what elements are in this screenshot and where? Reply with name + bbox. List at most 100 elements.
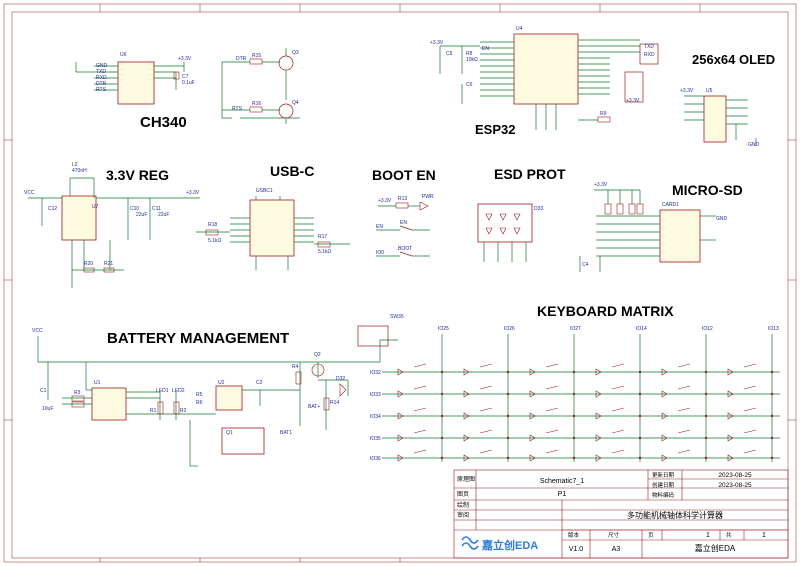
- matrix-col-label: IO26: [504, 326, 515, 332]
- tb-total-label: 共: [726, 531, 732, 539]
- matrix-diode: [529, 390, 536, 398]
- ref-r14: R14: [330, 400, 339, 406]
- matrix-switch: [545, 363, 559, 368]
- oled-block: U5 +3.3V GND: [680, 88, 760, 148]
- net-rts-label: RTS: [232, 106, 243, 112]
- ref-c12: C12: [48, 206, 57, 212]
- matrix-switch: [611, 407, 625, 412]
- matrix-switch: [413, 429, 427, 434]
- matrix-junction: [506, 370, 510, 374]
- tb-created-date: 2023-08-25: [718, 482, 752, 489]
- matrix-diode: [463, 454, 470, 462]
- oled-net-gnd: GND: [748, 142, 760, 148]
- tb-size-label: 尺寸: [608, 531, 620, 539]
- val-r17: 5.1kΩ: [318, 249, 331, 255]
- usbc-block: USBC1 R18 5.1kΩ R17 5.1kΩ: [196, 188, 350, 270]
- matrix-switch: [413, 363, 427, 368]
- title-block: [453, 469, 789, 559]
- ref-r17: R17: [318, 234, 327, 240]
- tb-page: P1: [558, 491, 567, 498]
- ref-r20: R20: [84, 261, 93, 267]
- matrix-junction: [572, 456, 576, 460]
- matrix-junction: [440, 370, 444, 374]
- matrix-junction: [506, 436, 510, 440]
- matrix-switch: [677, 363, 691, 368]
- matrix-switch: [677, 449, 691, 454]
- esd-block: D33: [477, 203, 543, 262]
- matrix-junction: [506, 414, 510, 418]
- matrix-col-label: IO25: [438, 326, 449, 332]
- matrix-switch: [611, 363, 625, 368]
- matrix-diode: [397, 368, 404, 376]
- ref-c11: C11: [152, 206, 161, 212]
- matrix-col-label: IO13: [768, 326, 779, 332]
- esp32-block: U4 +3.3V C5 R8 10kΩ C6 EN R9 TXD RXD +3.…: [430, 26, 659, 130]
- title-esp32: ESP32: [475, 122, 516, 137]
- matrix-switch: [611, 449, 625, 454]
- matrix-junction: [440, 456, 444, 460]
- matrix-switch: [413, 407, 427, 412]
- tb-size: A3: [612, 546, 621, 553]
- ref-led2: LED2: [172, 388, 185, 394]
- ch340-pin-rxd: RXD: [96, 75, 107, 81]
- matrix-switch: [677, 429, 691, 434]
- tb-page-label: 页: [648, 532, 654, 539]
- esp-net-3v3-b: +3.3V: [626, 98, 640, 104]
- matrix-diode: [661, 454, 668, 462]
- matrix-switch: [413, 385, 427, 390]
- matrix-junction: [440, 436, 444, 440]
- matrix-row-label: IO32: [370, 370, 381, 376]
- tb-version-label: 版本: [568, 531, 580, 539]
- matrix-diode: [595, 434, 602, 442]
- reg-net-vcc: VCC: [24, 190, 35, 196]
- ref-c1: C1: [40, 388, 47, 394]
- ref-pwr: PWR: [422, 194, 434, 200]
- net-bat-plus: BAT+: [308, 404, 320, 410]
- matrix-diode: [463, 368, 470, 376]
- net-dtr-label: DTR: [236, 56, 247, 62]
- oled-net-3v3: +3.3V: [680, 88, 694, 94]
- ref-r4: R4: [292, 364, 299, 370]
- matrix-diode: [727, 454, 734, 462]
- tb-drawing-label: 图页: [457, 491, 469, 498]
- ref-c10: C10: [130, 206, 139, 212]
- matrix-junction: [704, 370, 708, 374]
- ref-r15: R15: [252, 53, 261, 59]
- ref-u5: U5: [706, 88, 713, 94]
- sd-net-gnd: GND: [716, 216, 728, 222]
- ref-usbc1: USBC1: [256, 188, 273, 194]
- matrix-diode: [661, 368, 668, 376]
- ref-c2: C2: [256, 380, 263, 386]
- tb-schematic-label: 原理图: [457, 476, 475, 483]
- ref-d33: D33: [534, 206, 543, 212]
- matrix-switch: [545, 385, 559, 390]
- ref-u6: U6: [120, 52, 127, 58]
- matrix-diode: [661, 412, 668, 420]
- ref-c4: C4: [582, 262, 589, 268]
- title-micro-sd: MICRO-SD: [672, 182, 743, 198]
- matrix-switch: [479, 449, 493, 454]
- matrix-diode: [397, 454, 404, 462]
- ref-c5: C5: [446, 51, 453, 57]
- ref-r1: R1: [150, 408, 157, 414]
- title-esd-prot: ESD PROT: [494, 166, 566, 182]
- matrix-row-label: IO33: [370, 392, 381, 398]
- matrix-junction: [704, 436, 708, 440]
- ref-r16: R16: [252, 101, 261, 107]
- matrix-junction: [572, 392, 576, 396]
- tb-company: 嘉立创EDA: [695, 543, 736, 553]
- matrix-diode: [595, 454, 602, 462]
- ch340-pin-txd: TXD: [96, 69, 106, 75]
- ch340-net-3v3: +3.3V: [178, 56, 192, 62]
- ref-r21: R21: [104, 261, 113, 267]
- matrix-diode: [727, 412, 734, 420]
- matrix-junction: [440, 414, 444, 418]
- ch340-pin-rts: RTS: [96, 87, 107, 93]
- ref-d32: D32: [336, 376, 345, 382]
- matrix-switch: [743, 429, 757, 434]
- tb-updated-label: 更新日期: [652, 471, 675, 479]
- ref-q1: Q1: [226, 430, 233, 436]
- ref-u1: U1: [94, 380, 101, 386]
- matrix-junction: [572, 436, 576, 440]
- matrix-diode: [463, 390, 470, 398]
